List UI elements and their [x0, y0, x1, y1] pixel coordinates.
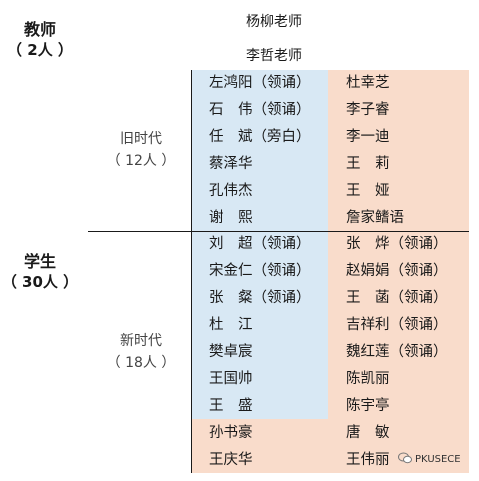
list-item: 杜 江	[209, 317, 253, 333]
list-item: 张 粲（领诵）	[209, 290, 311, 306]
list-item: 蔡泽华	[209, 156, 253, 172]
watermark-text: PKUSECE	[415, 454, 461, 465]
new-era-count: （ 18人 ）	[106, 355, 176, 371]
list-item: 王 菡（领诵）	[346, 290, 448, 306]
list-item: 李一迪	[346, 129, 390, 145]
teacher-category: 教师 （ 2人 ）	[0, 20, 80, 60]
list-item: 王 娅	[346, 183, 390, 199]
list-item: 王 莉	[346, 156, 390, 172]
list-item: 刘 超（领诵）	[209, 236, 311, 252]
list-item: 詹家鳍语	[346, 210, 404, 226]
watermark: PKUSECE	[398, 452, 461, 467]
left-column-bg	[192, 70, 328, 419]
list-item: 唐 敏	[346, 425, 390, 441]
student-count: （ 30人 ）	[1, 273, 79, 291]
list-item: 樊卓宸	[209, 344, 253, 360]
list-item: 任 斌（旁白）	[209, 129, 311, 145]
teacher-name-2: 李哲老师	[246, 48, 302, 64]
list-item: 杜幸芝	[346, 75, 390, 91]
list-item: 魏红莲（领诵）	[346, 344, 448, 360]
teacher-name-1: 杨柳老师	[246, 14, 302, 30]
new-era-group: 新时代 （ 18人 ）	[96, 330, 186, 374]
list-item: 孙书豪	[209, 425, 253, 441]
list-item: 王庆华	[209, 452, 253, 468]
list-item: 赵娟娟（领诵）	[346, 263, 448, 279]
list-item: 左鸿阳（领诵）	[209, 75, 311, 91]
teacher-count: （ 2人 ）	[7, 41, 73, 59]
old-era-label: 旧时代	[120, 131, 162, 147]
list-item: 陈宇亭	[346, 398, 390, 414]
list-item: 王 盛	[209, 398, 253, 414]
list-item: 王国帅	[209, 371, 253, 387]
list-item: 张 烨（领诵）	[346, 236, 448, 252]
student-category: 学生 （ 30人 ）	[0, 252, 80, 292]
list-item: 孔伟杰	[209, 183, 253, 199]
list-item: 谢 熙	[209, 210, 253, 226]
list-item: 宋金仁（领诵）	[209, 263, 311, 279]
list-item: 李子睿	[346, 102, 390, 118]
old-era-count: （ 12人 ）	[106, 153, 176, 169]
right-column-bg	[328, 70, 469, 419]
era-divider	[88, 231, 469, 232]
bottom-row-bg	[192, 419, 469, 473]
list-item: 石 伟（领诵）	[209, 102, 311, 118]
teacher-label: 教师	[23, 20, 56, 39]
list-item: 吉祥利（领诵）	[346, 317, 448, 333]
list-item: 陈凯丽	[346, 371, 390, 387]
list-item: 王伟丽	[346, 452, 390, 468]
vertical-divider	[191, 70, 192, 473]
new-era-label: 新时代	[120, 333, 162, 349]
student-label: 学生	[23, 252, 56, 271]
old-era-group: 旧时代 （ 12人 ）	[96, 128, 186, 172]
wechat-icon	[398, 452, 412, 467]
